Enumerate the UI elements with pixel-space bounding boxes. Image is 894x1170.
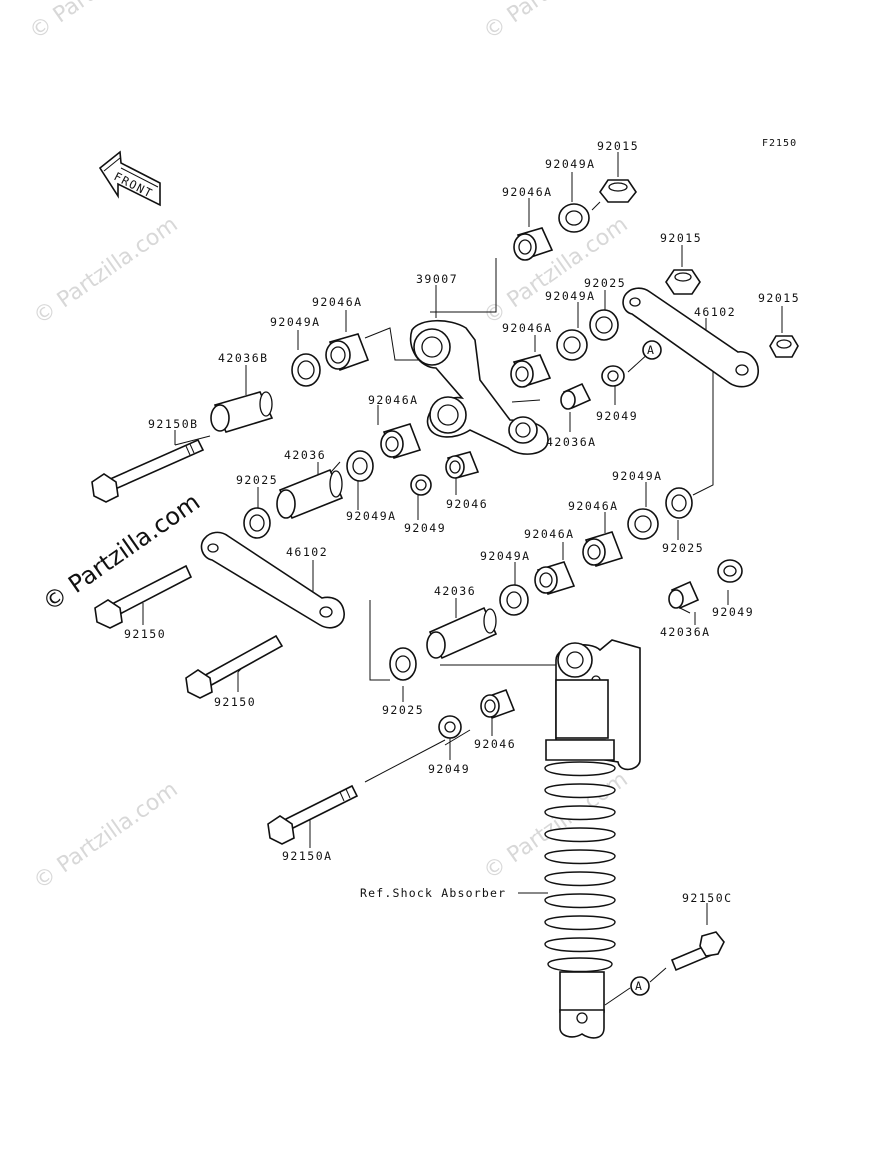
- nut-92015-mid: [665, 269, 701, 295]
- link-46102-left: [200, 531, 345, 629]
- label-92150-lower: 92150: [214, 695, 256, 709]
- washer-92025-right: [665, 487, 693, 519]
- label-42036A-lower: 42036A: [660, 625, 711, 639]
- seal-92049A-mid: [556, 329, 588, 361]
- bearing-92046A-low: [380, 423, 422, 459]
- collar-42036A-lower: [668, 580, 700, 610]
- collar-42036-lower: [426, 606, 498, 660]
- seal-92049A-low: [346, 450, 374, 482]
- shock-absorber: [544, 639, 641, 1039]
- label-92049-lower-right: 92049: [712, 605, 754, 619]
- callout-a-upper: A: [642, 340, 662, 360]
- label-92046A-center: 92046A: [524, 527, 575, 541]
- label-92046A-mid: 92046A: [502, 321, 553, 335]
- label-92015-top: 92015: [597, 139, 639, 153]
- bolt-92150-lower: [185, 634, 284, 699]
- label-92025-left: 92025: [236, 473, 278, 487]
- seal-92049-lower-right: [717, 559, 743, 583]
- shock-spring: [544, 761, 616, 973]
- callout-a-upper-label: A: [647, 343, 655, 357]
- bearing-92046A-center: [534, 561, 576, 595]
- seal-92049A-top: [558, 203, 590, 233]
- label-42036B: 42036B: [218, 351, 269, 365]
- diagram-code: F2150: [762, 138, 797, 149]
- bearing-92046A-left: [325, 333, 370, 372]
- label-92049-mid: 92049: [404, 521, 446, 535]
- label-92049A-top: 92049A: [545, 157, 596, 171]
- bolt-92150-upper: [94, 564, 193, 629]
- label-92049-right: 92049: [596, 409, 638, 423]
- label-39007: 39007: [416, 272, 458, 286]
- label-92150C: 92150C: [682, 891, 733, 905]
- bearing-92046-lower: [480, 688, 516, 720]
- label-42036: 42036: [284, 448, 326, 462]
- watermark-text: © Partzilla.com: [25, 0, 178, 45]
- seal-92049-mid: [410, 474, 432, 496]
- label-92015-right: 92015: [758, 291, 800, 305]
- watermark-brand: © Partzilla.com: [37, 488, 205, 617]
- bearing-92046A-right: [582, 531, 624, 567]
- watermark-text: © Partzilla.com: [479, 767, 632, 885]
- seal-92049-lower: [438, 715, 462, 739]
- front-arrow-icon: FRONT: [98, 150, 161, 207]
- label-92046A-left: 92046A: [312, 295, 363, 309]
- label-92049A-mid: 92049A: [545, 289, 596, 303]
- label-42036A-mid: 42036A: [546, 435, 597, 449]
- rocker-arm-39007: [409, 319, 549, 455]
- collar-42036A-mid: [560, 382, 592, 410]
- seal-92049A-right: [627, 508, 659, 540]
- seal-92049-right: [601, 365, 625, 387]
- label-92150-upper: 92150: [124, 627, 166, 641]
- callout-a-lower-label: A: [635, 979, 643, 993]
- washer-92025-left: [243, 507, 271, 539]
- label-92150A: 92150A: [282, 849, 333, 863]
- label-46102-right: 46102: [694, 305, 736, 319]
- collar-42036: [276, 468, 344, 520]
- label-ref-shock-absorber: Ref.Shock Absorber: [360, 886, 506, 900]
- nut-92015-right: [769, 335, 799, 358]
- label-92150B: 92150B: [148, 417, 199, 431]
- watermark-text: © Partzilla.com: [29, 212, 182, 330]
- label-92046A-right: 92046A: [568, 499, 619, 513]
- link-46102-right: [622, 287, 759, 388]
- label-92049-lower: 92049: [428, 762, 470, 776]
- seal-92049A-center: [499, 584, 529, 616]
- part-labels: 92015 92049A 92046A 92015 92015 39007 92…: [124, 139, 800, 905]
- label-92046-lower: 92046: [474, 737, 516, 751]
- callout-a-lower: A: [630, 976, 650, 996]
- label-92025-right: 92025: [662, 541, 704, 555]
- watermark-text: © Partzilla.com: [29, 777, 182, 895]
- bearing-92046A-mid: [510, 354, 552, 388]
- label-92015-mid: 92015: [660, 231, 702, 245]
- label-92049A-right: 92049A: [612, 469, 663, 483]
- washer-92025-lower: [389, 647, 417, 681]
- collar-42036B: [210, 391, 274, 433]
- label-92049A-low: 92049A: [346, 509, 397, 523]
- nut-92015-top: [599, 179, 637, 203]
- bolt-92150A: [267, 784, 359, 845]
- bolt-92150C: [670, 931, 725, 972]
- label-46102-left: 46102: [286, 545, 328, 559]
- bearing-92046A-top: [513, 227, 554, 261]
- seal-92049A-left: [291, 353, 321, 387]
- label-92049A-left: 92049A: [270, 315, 321, 329]
- label-92025-lower: 92025: [382, 703, 424, 717]
- label-92049A-center: 92049A: [480, 549, 531, 563]
- washer-92025-top: [589, 309, 619, 341]
- label-92046: 92046: [446, 497, 488, 511]
- label-92025-top: 92025: [584, 276, 626, 290]
- leader-lines: [142, 152, 783, 1006]
- bolt-92150B: [91, 438, 205, 503]
- watermark-text: © Partzilla.com: [479, 0, 632, 45]
- label-92046A-top: 92046A: [502, 185, 553, 199]
- label-42036-lower: 42036: [434, 584, 476, 598]
- label-92046A-low: 92046A: [368, 393, 419, 407]
- bearing-92046: [445, 451, 480, 479]
